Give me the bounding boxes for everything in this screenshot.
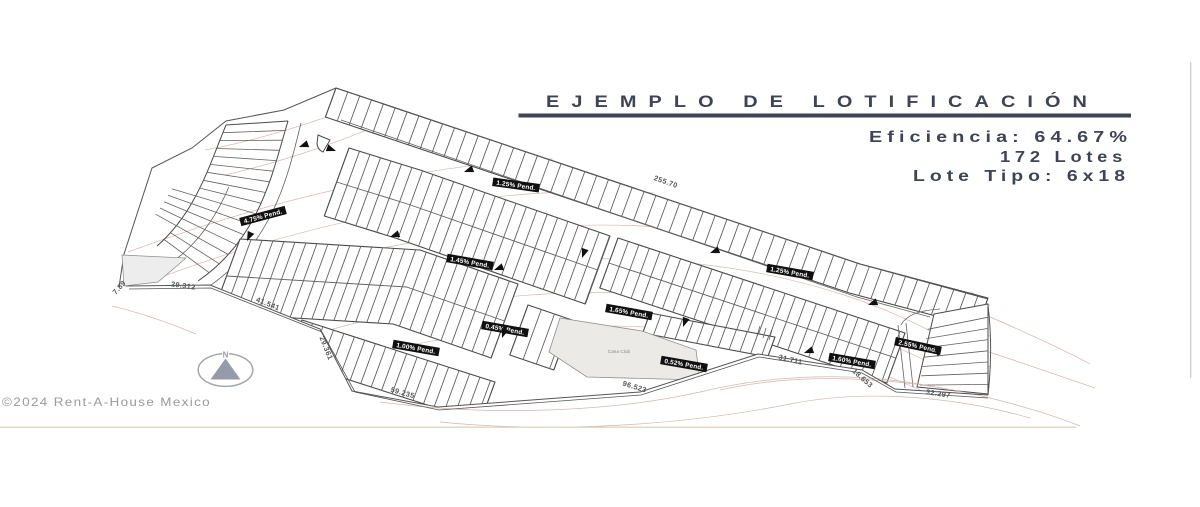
svg-text:29.312: 29.312 — [170, 279, 196, 291]
svg-text:Lote Tipo: 6x18: Lote Tipo: 6x18 — [913, 168, 1130, 185]
svg-text:32.297: 32.297 — [925, 387, 951, 399]
svg-text:Eficiencia: 64.67%: Eficiencia: 64.67% — [869, 129, 1132, 146]
svg-text:172 Lotes: 172 Lotes — [1000, 149, 1127, 166]
svg-text:Casa Club: Casa Club — [608, 349, 631, 355]
svg-text:N: N — [223, 351, 229, 360]
svg-text:©2024 Rent-A-House Mexico: ©2024 Rent-A-House Mexico — [2, 395, 211, 409]
svg-text:EJEMPLO DE LOTIFICACIÓN: EJEMPLO DE LOTIFICACIÓN — [546, 92, 1099, 111]
